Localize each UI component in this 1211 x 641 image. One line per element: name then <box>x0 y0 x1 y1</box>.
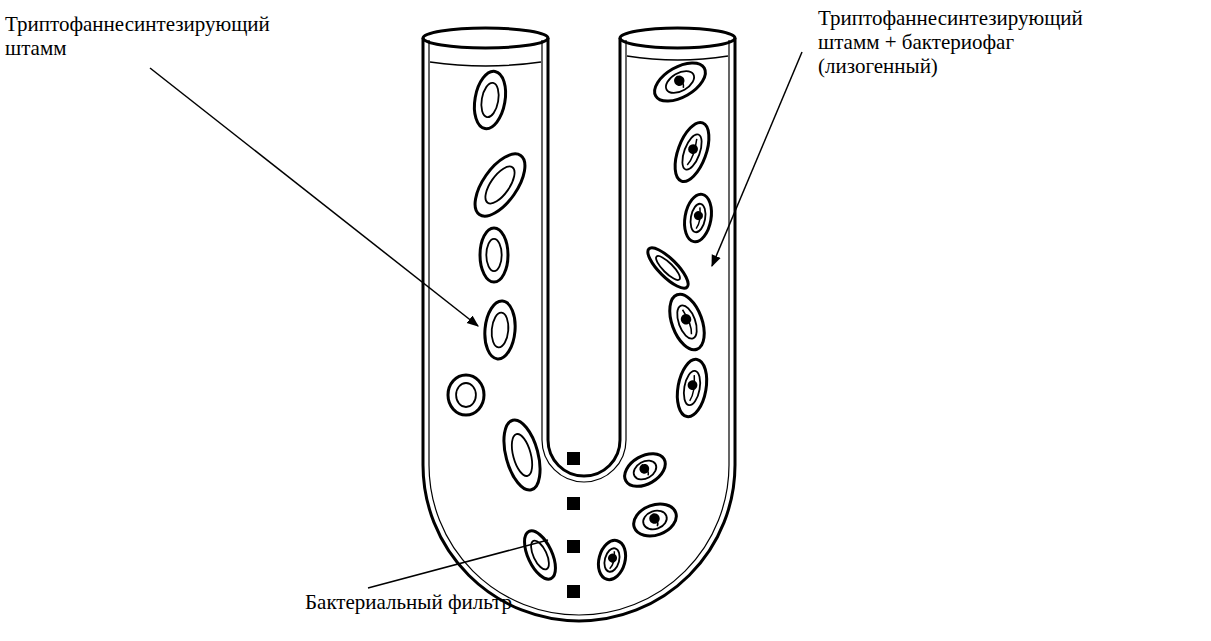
nucleoid <box>677 75 685 88</box>
nucleoid <box>642 464 650 476</box>
filter-block <box>567 452 580 465</box>
caption-label: Бактериальный фильтр <box>305 590 512 614</box>
cell-membrane <box>630 457 659 484</box>
bacterium <box>648 55 711 109</box>
bacterium <box>673 357 711 419</box>
tube-outer-wall <box>423 38 735 621</box>
prophage <box>672 74 686 88</box>
cell-membrane <box>602 547 622 574</box>
bacterium <box>497 416 547 494</box>
leader-line <box>150 68 478 326</box>
caption-label: Триптофаннесинтезирующий штамм + бактери… <box>818 6 1083 78</box>
cell-membrane <box>456 383 476 407</box>
cell-wall <box>483 300 518 360</box>
cell-membrane <box>486 239 501 271</box>
liquid-level <box>627 56 728 60</box>
cell-wall <box>518 526 562 583</box>
bacterium <box>643 243 694 294</box>
cell-wall <box>594 537 629 582</box>
cell-wall <box>448 375 484 415</box>
bacterial-filter <box>567 452 580 598</box>
cell-membrane <box>527 538 552 572</box>
bacterium <box>483 300 518 360</box>
nucleoid <box>610 551 617 569</box>
cell-membrane <box>480 162 520 208</box>
bacterium <box>629 498 681 541</box>
cell-wall <box>663 290 711 355</box>
bacterium <box>518 526 562 583</box>
bacterium <box>470 69 510 131</box>
bacterium <box>465 146 534 224</box>
cell-membrane <box>490 312 509 348</box>
nucleoid <box>687 139 698 166</box>
cell-wall <box>629 498 681 541</box>
cell-membrane <box>681 370 702 407</box>
filter-block <box>567 585 580 598</box>
nucleoid <box>690 375 697 401</box>
tube-rim <box>423 28 548 48</box>
cell-wall <box>643 243 694 294</box>
cell-wall <box>470 69 510 131</box>
cell-wall <box>619 447 671 493</box>
tube-inner-wall-outer <box>542 40 626 482</box>
bacterium <box>681 192 715 244</box>
cell-membrane <box>678 132 705 172</box>
caption-label: Триптофаннесинтезирующий штамм <box>5 12 270 60</box>
leader-lines <box>150 52 802 588</box>
cell-wall <box>648 55 711 109</box>
nucleoid <box>696 207 702 229</box>
cell-membrane <box>508 432 536 478</box>
cell-membrane <box>641 507 670 532</box>
cell-membrane <box>673 303 700 341</box>
prophage <box>648 512 661 525</box>
bacterium <box>594 537 629 582</box>
bacteria <box>448 55 716 584</box>
prophage <box>638 462 651 475</box>
cell-wall <box>673 357 711 419</box>
bacterium <box>619 447 671 493</box>
nucleoid <box>653 513 659 526</box>
tube-outer-wall-inner <box>429 40 729 615</box>
tube-inner-wall <box>548 38 620 476</box>
prophage <box>687 379 698 390</box>
cell-membrane <box>688 203 707 234</box>
cell-membrane <box>479 81 501 118</box>
bacterium <box>448 375 484 415</box>
nucleoid <box>683 309 694 334</box>
tube-rim <box>620 28 735 48</box>
prophage <box>607 552 618 563</box>
cell-membrane <box>653 253 683 283</box>
cell-wall <box>497 416 547 494</box>
leader-line <box>712 52 802 266</box>
prophage <box>693 210 704 221</box>
leader-line <box>368 540 548 588</box>
cell-membrane <box>662 67 698 98</box>
cell-wall <box>480 228 508 282</box>
u-tube <box>423 28 735 621</box>
liquid-level <box>430 62 541 66</box>
filter-block <box>567 497 580 510</box>
cell-wall <box>668 118 716 186</box>
bacterium <box>663 290 711 355</box>
filter-block <box>567 540 580 553</box>
bacterium <box>480 228 508 282</box>
bacterium <box>668 118 716 186</box>
cell-wall <box>465 146 534 224</box>
cell-wall <box>681 192 715 244</box>
